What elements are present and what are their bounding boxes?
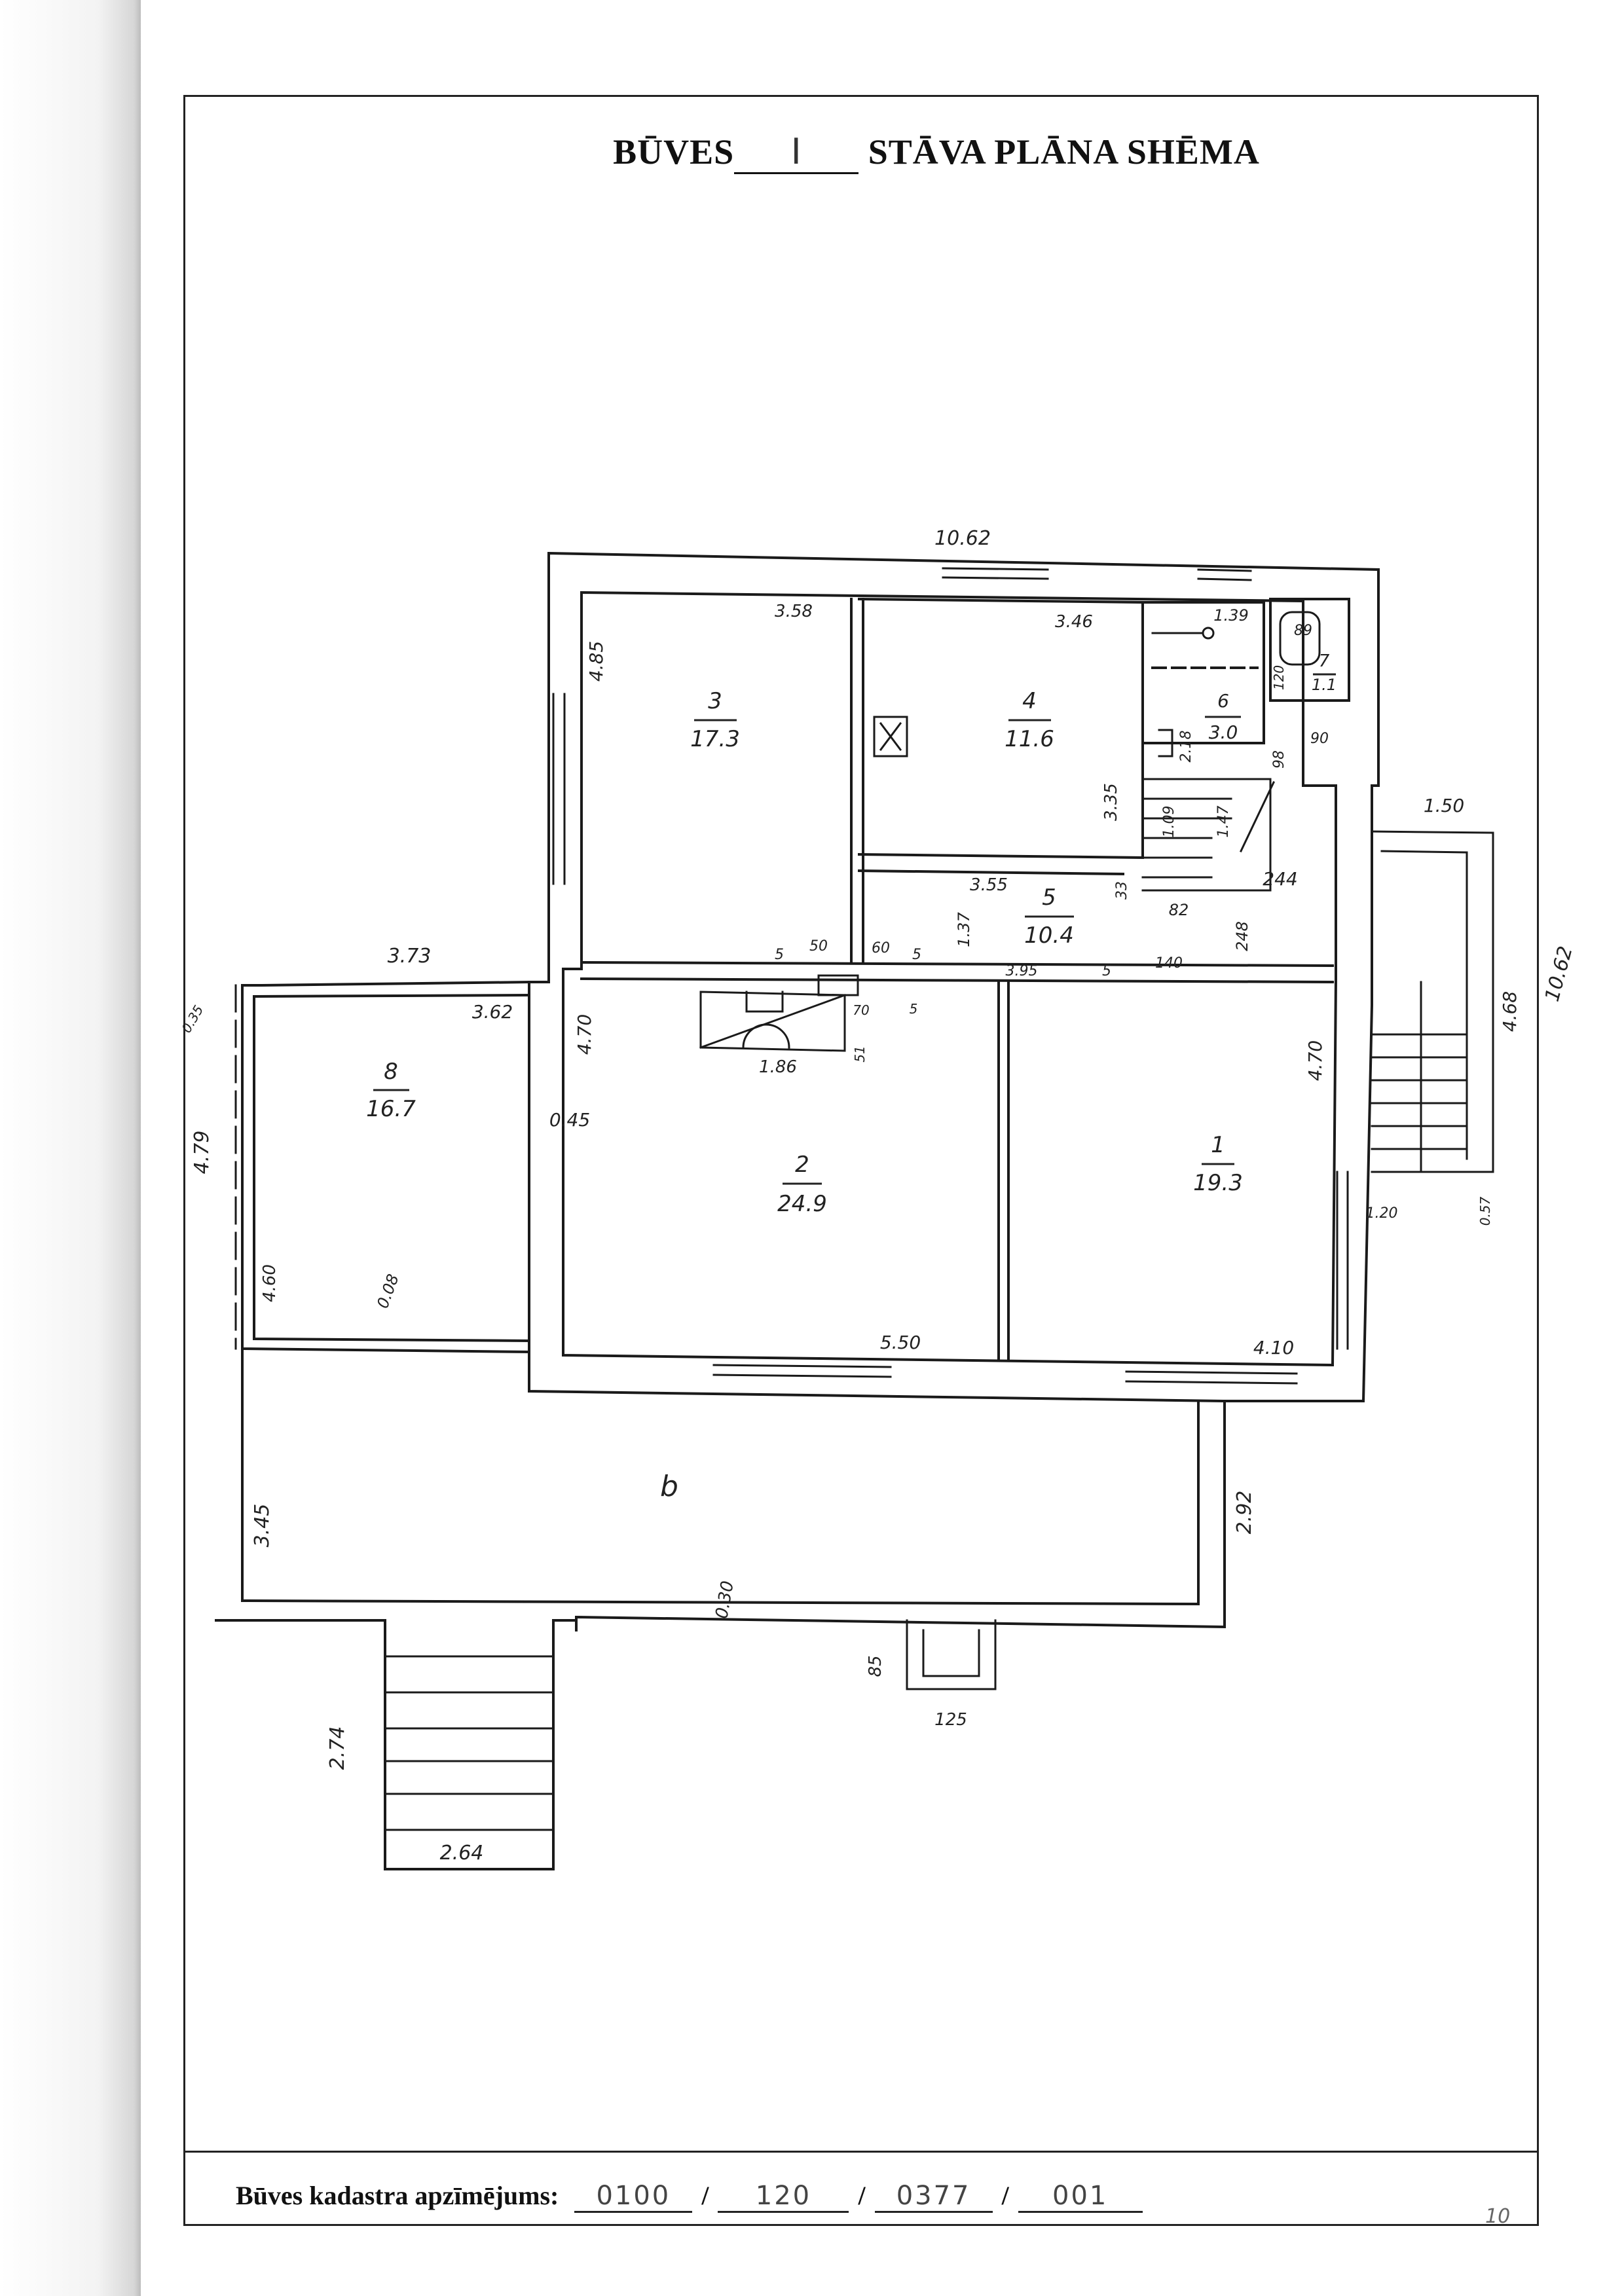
- dim-terrace-030: 0.30: [712, 1580, 738, 1620]
- dim-chimney-5: 5: [910, 1001, 918, 1017]
- dim-entry-120: 1.20: [1366, 1205, 1398, 1222]
- page-mark: 10: [1485, 2205, 1511, 2228]
- title-right: STĀVA PLĀNA SHĒMA: [868, 132, 1260, 172]
- dim-r5-82: 82: [1169, 901, 1189, 919]
- cadastre-part-1: 0100: [574, 2181, 693, 2213]
- room-3-number: 3: [708, 688, 722, 714]
- dim-r8-460: 4.60: [260, 1264, 280, 1302]
- dim-wall-140: 140: [1155, 955, 1183, 972]
- interior-walls: [580, 597, 1350, 1360]
- dim-stair-147: 1.47: [1215, 806, 1232, 838]
- dim-pit-85: 85: [866, 1655, 885, 1677]
- room-2-number: 2: [795, 1152, 809, 1178]
- scan-binding-shadow: [0, 0, 141, 2296]
- dim-r8-479: 4.79: [191, 1131, 213, 1175]
- room-4-number: 4: [1022, 688, 1037, 714]
- outer-walls: [528, 551, 1380, 1402]
- dim-entry-150: 1.50: [1424, 795, 1464, 816]
- dim-r8-035: 0.35: [178, 1002, 206, 1036]
- dim-r6-98: 98: [1271, 750, 1287, 769]
- dim-wall-5b: 5: [912, 947, 921, 963]
- chimney-stove: [699, 974, 859, 1052]
- dim-r4-side: 3.35: [1101, 783, 1121, 821]
- room-8-number: 8: [384, 1059, 398, 1085]
- room-2-area: 24.9: [777, 1191, 827, 1217]
- title-left: BŪVES: [613, 132, 735, 172]
- dim-r2-bottom: 5.50: [880, 1332, 921, 1353]
- room-7-number: 7: [1319, 651, 1330, 671]
- dim-r2-045: 0.45: [549, 1109, 590, 1131]
- page-frame: [183, 95, 1539, 2226]
- pit: [906, 1619, 997, 1690]
- cadastre-separator: /: [701, 2181, 709, 2210]
- dim-r5-248: 248: [1233, 921, 1251, 951]
- dim-r3-side: 4.85: [585, 641, 607, 682]
- dim-chimney-51: 51: [852, 1046, 868, 1062]
- dim-wall-5c: 5: [1102, 963, 1111, 979]
- front-steps: [384, 1655, 555, 1831]
- dim-r6-218: 2.18: [1178, 731, 1194, 763]
- dim-wall-60: 60: [872, 940, 890, 957]
- room-5-area: 10.4: [1024, 922, 1074, 949]
- dim-r6-90: 90: [1310, 731, 1329, 747]
- footer-divider: [183, 2151, 1539, 2153]
- dim-pit-125: 125: [934, 1710, 967, 1730]
- dim-wc-top: 1.39: [1213, 606, 1248, 625]
- dim-steps-274: 2.74: [326, 1726, 349, 1770]
- cadastre-designation: Būves kadastra apzīmējums: 0100 / 120 / 0377…: [236, 2180, 1143, 2213]
- cadastre-part-2: 120: [718, 2181, 849, 2213]
- cadastre-part-4: 001: [1018, 2181, 1143, 2213]
- dim-r5-top: 3.55: [970, 875, 1008, 895]
- dim-r5-137: 1.37: [955, 912, 973, 947]
- dim-entry-468: 4.68: [1499, 991, 1521, 1032]
- cadastre-label: Būves kadastra apzīmējums:: [236, 2181, 559, 2210]
- dim-r8-373: 3.73: [388, 945, 432, 968]
- room-3-area: 17.3: [690, 726, 740, 752]
- dim-top-overall: 10.62: [934, 527, 991, 550]
- terrace-label: b: [660, 1470, 678, 1503]
- dim-wall-395: 3.95: [1006, 963, 1038, 979]
- side-entrance: [1371, 830, 1494, 1173]
- room-6-area: 3.0: [1209, 721, 1238, 743]
- dim-wall-5a: 5: [775, 947, 784, 963]
- dim-wc-89: 89: [1294, 623, 1312, 639]
- dim-right-overall: 10.62: [1541, 944, 1578, 1004]
- dim-r3-top: 3.58: [775, 602, 813, 621]
- dim-r5-244: 244: [1263, 868, 1297, 890]
- dim-r1-side: 4.70: [1304, 1040, 1326, 1081]
- dim-r8-362: 3.62: [472, 1001, 513, 1023]
- interior-stair: [1141, 778, 1275, 892]
- terrace-outline: [215, 1347, 1226, 1870]
- veranda-walls: [234, 980, 531, 1354]
- dim-r2-side: 4.70: [574, 1014, 595, 1055]
- room-8-area: 16.7: [366, 1096, 416, 1122]
- cadastre-separator: /: [1001, 2181, 1009, 2210]
- sanitary-fixtures: [873, 611, 1321, 757]
- dim-wall-50: 50: [809, 938, 828, 955]
- dim-r4-top: 3.46: [1055, 612, 1093, 632]
- room-1-area: 19.3: [1193, 1170, 1243, 1196]
- dim-chimney-70: 70: [853, 1002, 869, 1018]
- room-1-number: 1: [1211, 1132, 1225, 1158]
- windows: [552, 567, 1349, 1385]
- room-5-number: 5: [1042, 884, 1056, 911]
- dim-terrace-345: 3.45: [251, 1504, 274, 1548]
- dim-terrace-292: 2.92: [1233, 1491, 1256, 1535]
- dim-r5-33: 33: [1114, 881, 1130, 900]
- room-7-area: 1.1: [1312, 676, 1337, 694]
- dim-wc-side: 120: [1271, 665, 1287, 690]
- floor-number-field: I: [734, 131, 859, 174]
- dim-steps-264: 2.64: [440, 1842, 484, 1865]
- dim-r1-bottom: 4.10: [1253, 1337, 1294, 1358]
- dim-chimney-186: 1.86: [759, 1057, 797, 1077]
- room-6-number: 6: [1217, 690, 1229, 712]
- dim-entry-057: 0.57: [1477, 1196, 1493, 1226]
- cadastre-part-3: 0377: [874, 2181, 993, 2213]
- cadastre-separator: /: [858, 2181, 866, 2210]
- dim-stair-109: 1.09: [1161, 806, 1177, 838]
- dim-r8-008: 0.08: [373, 1271, 403, 1311]
- room-4-area: 11.6: [1005, 726, 1054, 752]
